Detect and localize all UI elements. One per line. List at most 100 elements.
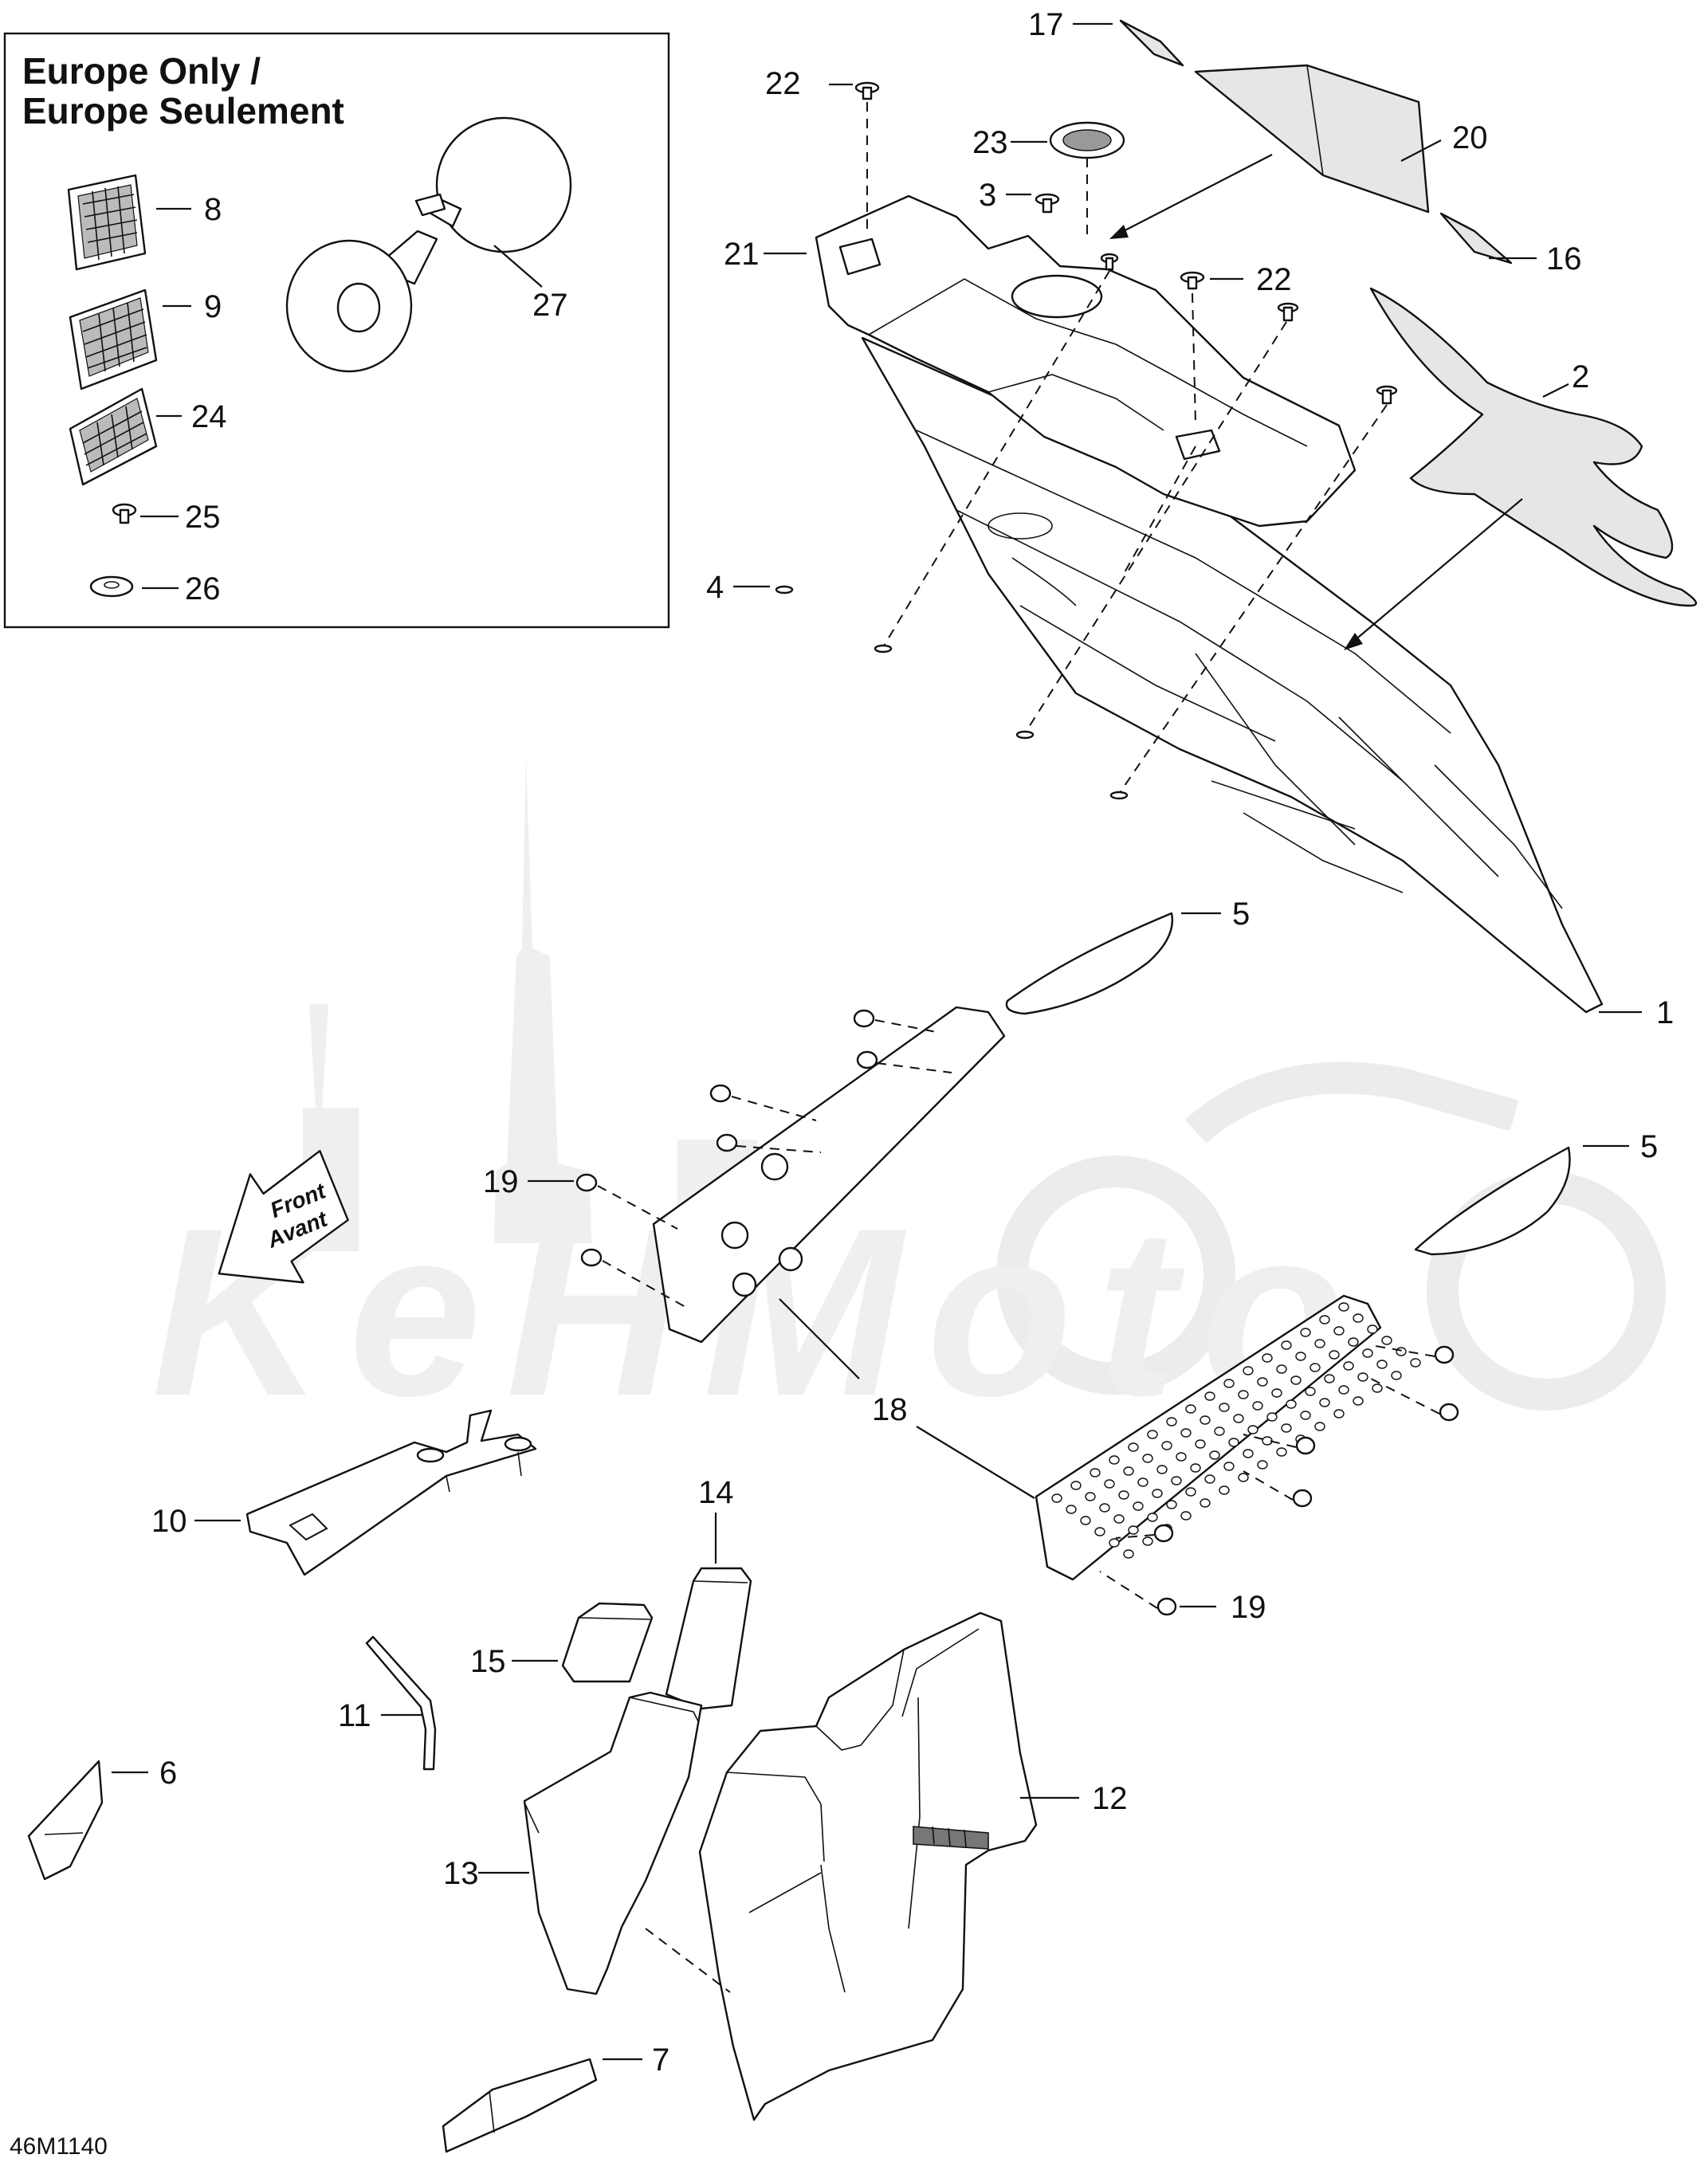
stud bbox=[1166, 1500, 1177, 1509]
stud bbox=[1333, 1326, 1345, 1336]
stud bbox=[1324, 1374, 1335, 1383]
callout-9: 9 bbox=[204, 289, 222, 324]
stud bbox=[1128, 1525, 1139, 1535]
stud bbox=[1176, 1452, 1187, 1462]
callout-25: 25 bbox=[185, 500, 221, 535]
stud bbox=[1410, 1358, 1421, 1368]
callout-1: 1 bbox=[1656, 995, 1674, 1030]
stud bbox=[1204, 1474, 1215, 1484]
callout-19-left: 19 bbox=[483, 1164, 519, 1199]
cover-21 bbox=[815, 194, 1357, 528]
stud bbox=[1353, 1396, 1364, 1406]
callout-2: 2 bbox=[1572, 359, 1589, 394]
stud bbox=[1238, 1390, 1249, 1399]
stud bbox=[1123, 1466, 1134, 1476]
stud bbox=[1391, 1371, 1402, 1380]
stud bbox=[1396, 1347, 1407, 1356]
stud bbox=[1185, 1404, 1196, 1414]
rivet-22-top bbox=[854, 81, 880, 100]
stud bbox=[1166, 1417, 1177, 1426]
callout-16: 16 bbox=[1546, 241, 1582, 277]
stud bbox=[1200, 1415, 1211, 1425]
stud bbox=[1223, 1379, 1235, 1388]
stud bbox=[1281, 1340, 1292, 1350]
stud bbox=[1372, 1383, 1383, 1393]
screws-19-left bbox=[575, 1009, 878, 1267]
stud bbox=[1214, 1426, 1225, 1436]
tunnel-1 bbox=[861, 336, 1604, 1014]
callout-5-lower: 5 bbox=[1640, 1129, 1658, 1164]
inset-title-line2: Europe Seulement bbox=[22, 90, 344, 131]
stud bbox=[1209, 1450, 1220, 1460]
callout-23: 23 bbox=[972, 125, 1008, 160]
callout-24: 24 bbox=[191, 399, 227, 434]
stud bbox=[1286, 1399, 1297, 1409]
callout-8: 8 bbox=[204, 192, 222, 227]
callout-6: 6 bbox=[159, 1756, 177, 1791]
callout-22-mid: 22 bbox=[1256, 262, 1292, 297]
stud bbox=[1156, 1465, 1168, 1474]
stud bbox=[1090, 1468, 1101, 1477]
stud bbox=[1233, 1414, 1244, 1423]
callout-27: 27 bbox=[532, 288, 568, 323]
stud bbox=[1190, 1463, 1201, 1473]
stud bbox=[1300, 1411, 1311, 1420]
stud bbox=[1109, 1538, 1120, 1548]
stud bbox=[1128, 1442, 1139, 1452]
screw-25 bbox=[112, 503, 137, 524]
stud bbox=[1161, 1441, 1172, 1450]
callout-14: 14 bbox=[698, 1475, 734, 1510]
stud bbox=[1142, 1454, 1153, 1463]
fastener-4 bbox=[775, 585, 794, 594]
stud bbox=[1104, 1479, 1115, 1489]
stud bbox=[1228, 1438, 1239, 1447]
decal-17 bbox=[1119, 19, 1184, 67]
callout-21: 21 bbox=[724, 237, 760, 272]
stud bbox=[1271, 1388, 1282, 1398]
callout-4: 4 bbox=[706, 570, 724, 605]
rivet-small-c bbox=[1376, 385, 1398, 405]
reflector-24 bbox=[69, 387, 158, 486]
stud bbox=[1247, 1425, 1258, 1434]
stud bbox=[1376, 1360, 1388, 1369]
stud bbox=[1357, 1372, 1368, 1382]
stud bbox=[1180, 1428, 1192, 1438]
stud bbox=[1257, 1460, 1268, 1470]
stud bbox=[1309, 1363, 1321, 1372]
callout-11: 11 bbox=[338, 1698, 371, 1733]
inset-title-line1: Europe Only / bbox=[22, 50, 261, 92]
callout-5-upper: 5 bbox=[1232, 897, 1250, 932]
foam-pad-13 bbox=[523, 1691, 703, 1995]
stud bbox=[1133, 1501, 1144, 1511]
rivet-22-mid bbox=[1180, 271, 1205, 290]
stud bbox=[1066, 1505, 1077, 1514]
stud bbox=[1123, 1549, 1134, 1559]
stud bbox=[1113, 1514, 1125, 1524]
foam-pad-15 bbox=[561, 1602, 654, 1683]
stud bbox=[1070, 1481, 1082, 1490]
stud bbox=[1338, 1302, 1349, 1312]
decal-16 bbox=[1439, 212, 1513, 265]
callout-10: 10 bbox=[151, 1504, 187, 1539]
callout-7: 7 bbox=[652, 2042, 669, 2078]
stud bbox=[1362, 1348, 1373, 1358]
horn-27 bbox=[285, 116, 572, 373]
stud bbox=[1266, 1412, 1278, 1422]
callout-13: 13 bbox=[443, 1856, 479, 1891]
stud bbox=[1276, 1447, 1287, 1457]
reflector-8 bbox=[67, 174, 147, 271]
stud bbox=[1314, 1339, 1325, 1348]
stud bbox=[1367, 1324, 1378, 1334]
stud bbox=[1147, 1430, 1158, 1439]
callout-22-top: 22 bbox=[765, 66, 801, 101]
cap-23 bbox=[1049, 121, 1125, 159]
storage-box-12 bbox=[698, 1611, 1038, 2121]
callout-17: 17 bbox=[1028, 7, 1064, 42]
stud bbox=[1348, 1337, 1359, 1347]
stud bbox=[1185, 1487, 1196, 1497]
screws-19-right bbox=[1153, 1345, 1459, 1616]
stud bbox=[1085, 1492, 1096, 1501]
stud bbox=[1257, 1377, 1268, 1387]
stud bbox=[1195, 1439, 1206, 1449]
stud bbox=[1238, 1473, 1249, 1482]
